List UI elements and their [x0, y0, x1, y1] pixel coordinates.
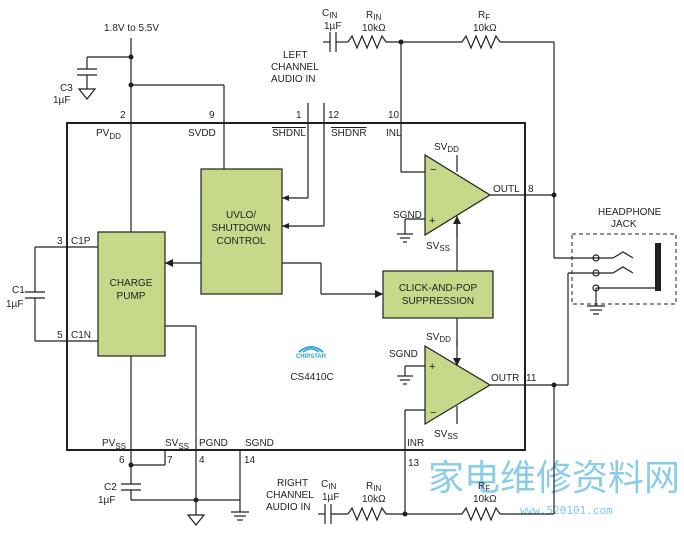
left-in-line2: CHANNEL — [271, 62, 319, 73]
left-cin-value: 1µF — [324, 21, 341, 32]
chipstar-logo: CHIPSTAR — [296, 346, 327, 360]
pin-5: 5 — [57, 330, 63, 341]
uvlo-label-1: UVLO/ — [226, 210, 256, 221]
svdd-label: SVDD — [188, 128, 216, 139]
top-amp-minus: − — [430, 164, 436, 176]
top-amp-sgnd: SGND — [393, 210, 422, 221]
uvlo-label-2: SHUTDOWN — [212, 223, 271, 234]
bottom-amp-svdd: SVDD — [426, 332, 451, 344]
chip-part-number: CS4410C — [290, 372, 333, 383]
left-rf-label: RF — [478, 10, 490, 22]
bottom-amp-svss: SVSS — [434, 429, 458, 441]
headphone-jack-box — [571, 233, 677, 305]
left-rf-value: 10kΩ — [473, 23, 497, 34]
pin-13: 13 — [408, 458, 420, 469]
pin-11: 11 — [526, 373, 537, 384]
left-rin-value: 10kΩ — [362, 23, 386, 34]
click-pop-block — [382, 270, 494, 319]
pin-4: 4 — [199, 455, 205, 466]
c2-value: 1µF — [98, 495, 115, 506]
pin-2: 2 — [120, 110, 126, 121]
pin-6: 6 — [119, 455, 125, 466]
outr-label: OUTR — [491, 373, 519, 384]
left-in-line3: AUDIO IN — [271, 74, 315, 85]
pin-12: 12 — [328, 110, 340, 121]
charge-pump-label-1: CHARGE — [110, 278, 153, 289]
bottom-amp-minus: − — [430, 407, 436, 419]
c3-name: C3 — [60, 83, 73, 94]
svss-label: SVSS — [165, 438, 189, 451]
outl-label: OUTL — [493, 184, 520, 195]
click-pop-label-1: CLICK-AND-POP — [399, 283, 478, 294]
jack-label-2: JACK — [611, 219, 637, 230]
inl-label: INL — [386, 128, 402, 139]
junction-dots — [128, 39, 600, 517]
pin-1: 1 — [296, 110, 302, 121]
right-rin-value: 10kΩ — [362, 494, 386, 505]
left-in-line1: LEFT — [283, 50, 307, 61]
bottom-amp-plus: + — [429, 361, 435, 373]
top-amp-svdd: SVDD — [434, 142, 459, 154]
c1p-label: C1P — [71, 236, 91, 247]
charge-pump-label-2: PUMP — [117, 291, 146, 302]
click-pop-label-2: SUPPRESSION — [402, 296, 474, 307]
inr-label: INR — [407, 438, 424, 449]
shdnl-label: SHDNL — [272, 128, 306, 139]
left-rin-label: RIN — [366, 10, 381, 22]
uvlo-shutdown-block — [200, 168, 283, 295]
pin-14: 14 — [244, 455, 256, 466]
top-amplifier — [424, 153, 492, 237]
top-amp-plus: + — [429, 215, 435, 227]
charge-pump-block — [97, 231, 166, 357]
c1n-label: C1N — [71, 330, 91, 341]
left-cin-label: CIN — [322, 8, 337, 20]
jack-label-1: HEADPHONE — [598, 207, 662, 218]
pgnd-label: PGND — [199, 438, 228, 449]
pin-9: 9 — [209, 110, 215, 121]
right-cin-value: 1µF — [322, 492, 339, 503]
right-cin-label: CIN — [321, 479, 336, 491]
right-rf-label: RF — [478, 481, 490, 493]
pin-numbers: 2 9 1 12 10 8 3 5 11 6 7 4 14 13 — [57, 110, 537, 469]
uvlo-label-3: CONTROL — [217, 236, 266, 247]
right-in-line1: RIGHT — [277, 478, 308, 489]
c3-value: 1µF — [53, 95, 70, 106]
c1-name: C1 — [12, 285, 25, 296]
sgnd-pin-label: SGND — [245, 438, 274, 449]
right-in-line2: CHANNEL — [266, 490, 314, 501]
pin-8: 8 — [528, 184, 534, 195]
top-amp-svss: SVSS — [426, 241, 450, 253]
pvdd-label: PVDD — [96, 128, 121, 141]
logo-text: CHIPSTAR — [296, 354, 327, 360]
bottom-amp-sgnd: SGND — [389, 349, 418, 360]
pin-3: 3 — [57, 236, 63, 247]
pin-7: 7 — [167, 455, 173, 466]
pin-10: 10 — [388, 110, 400, 121]
right-in-line3: AUDIO IN — [266, 502, 310, 513]
watermark-url: www.520101.com — [520, 504, 613, 517]
right-rf-value: 10kΩ — [473, 494, 497, 505]
supply-voltage-label: 1.8V to 5.5V — [104, 23, 159, 34]
shdnr-label: SHDNR — [331, 128, 367, 139]
pvss-label: PVSS — [102, 438, 126, 451]
pin-labels: PVDD SVDD SHDNL SHDNR INL OUTL C1P C1N O… — [71, 128, 520, 451]
right-rin-label: RIN — [366, 481, 381, 493]
c2-name: C2 — [104, 482, 117, 493]
c1-value: 1µF — [6, 299, 23, 310]
